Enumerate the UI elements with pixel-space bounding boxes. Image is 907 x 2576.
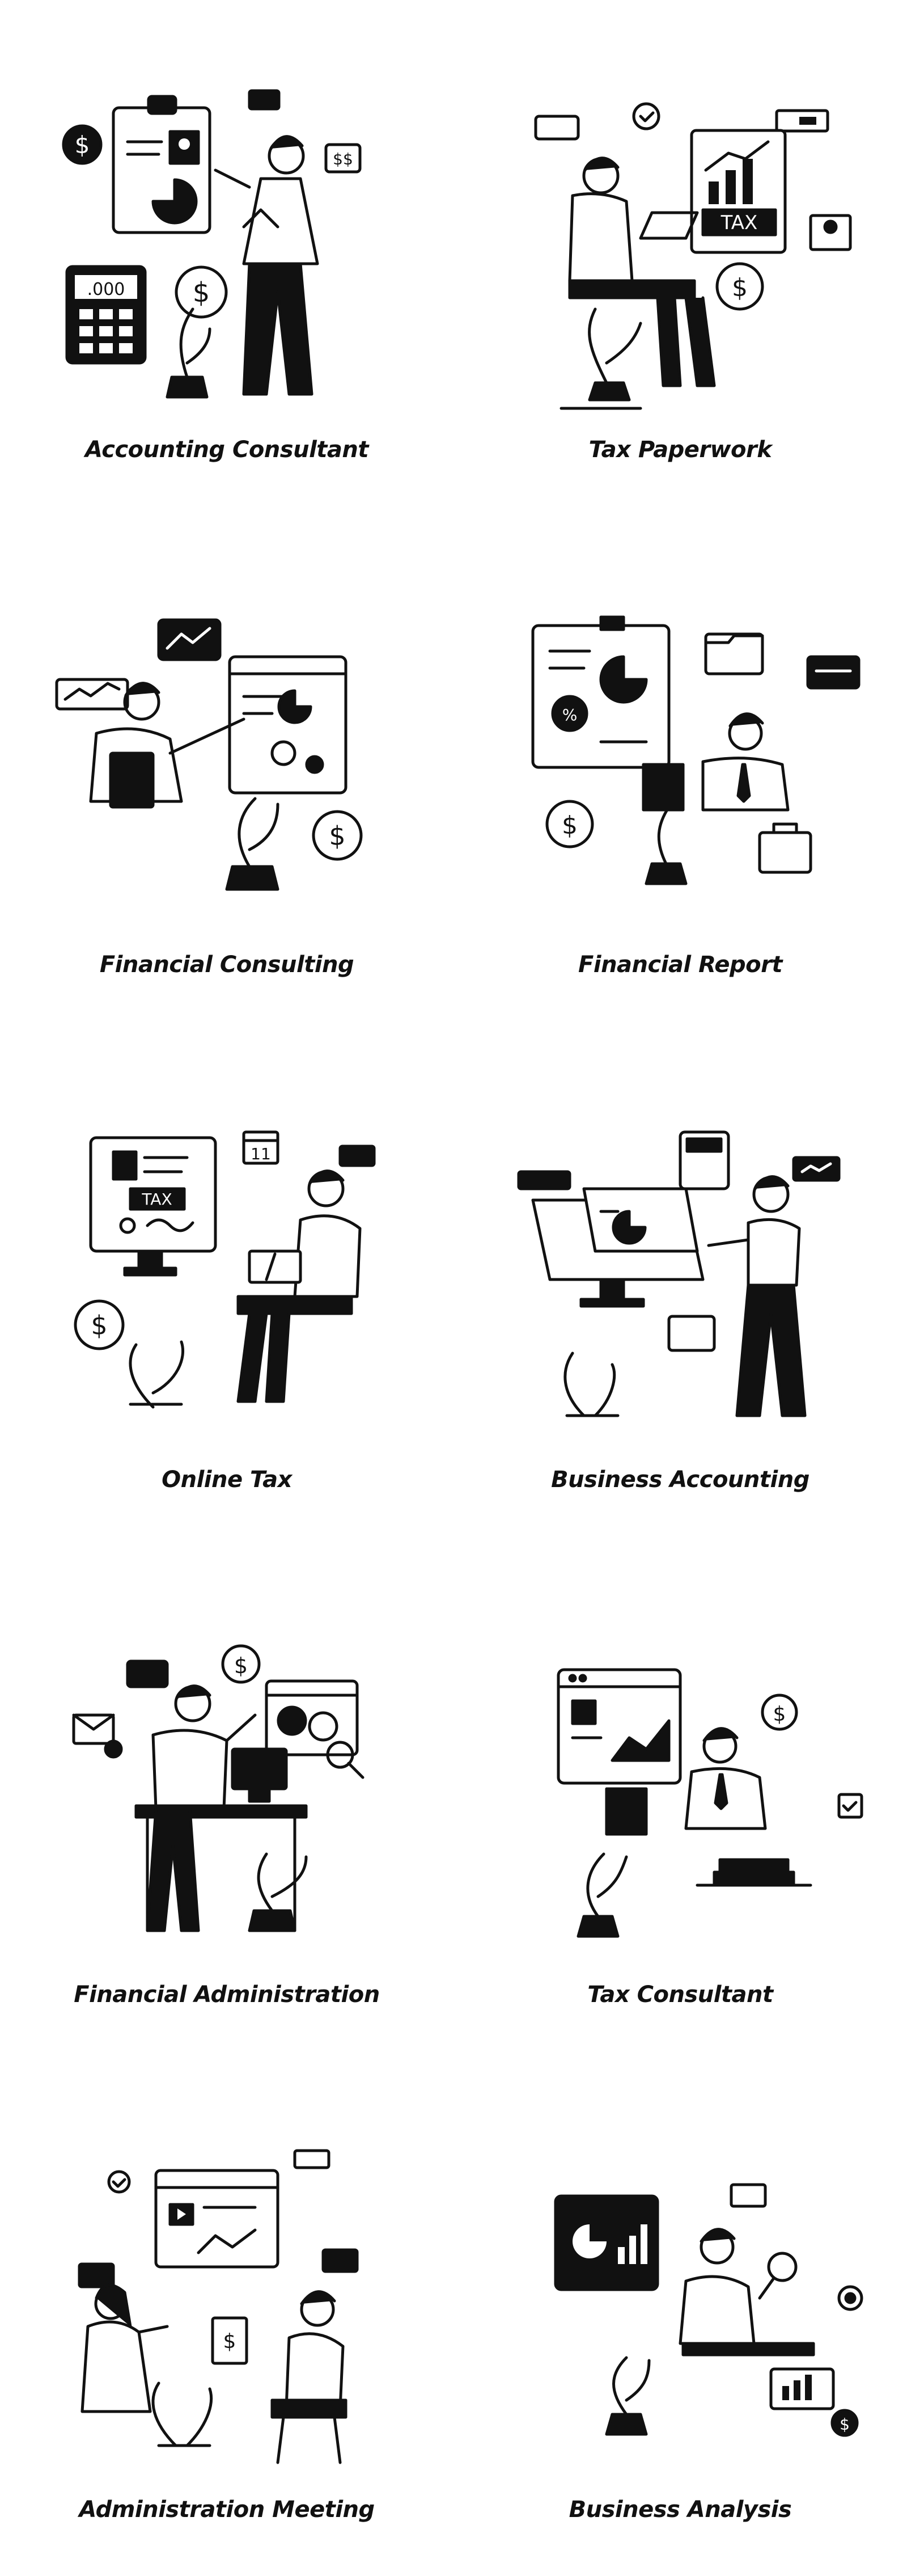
accounting-consultant-illustration: $ $$ .000 $ [62, 89, 362, 399]
svg-text:$: $ [773, 1703, 786, 1726]
svg-text:$: $ [91, 1310, 107, 1341]
svg-text:$: $ [732, 273, 748, 302]
administration-meeting-illustration: $ [78, 2149, 359, 2464]
svg-text:$: $ [234, 1653, 248, 1678]
tax-paperwork-illustration: TAX $ [534, 102, 852, 410]
illustration-title: Business Accounting [551, 1467, 809, 1493]
illustration-card: TAX 11 $ Online Tax [0, 1030, 454, 1545]
illustration-title: Financial Report [578, 952, 782, 978]
financial-consulting-illustration: $ [55, 618, 363, 891]
illustration-title: Business Analysis [569, 2497, 792, 2523]
illustration-title: Online Tax [162, 1467, 292, 1493]
illustration-card: $ Business Analysis [454, 2060, 907, 2575]
business-accounting-illustration [517, 1130, 841, 1417]
illustration-card: $ Tax Consultant [454, 1545, 907, 2060]
illustration-title: Tax Paperwork [588, 437, 772, 463]
financial-report-illustration: % $ [531, 615, 861, 885]
illustration-card: % $ Financial Report [454, 515, 907, 1030]
svg-text:$: $ [329, 821, 345, 851]
svg-text:%: % [562, 706, 578, 724]
svg-text:$: $ [193, 277, 210, 309]
svg-text:TAX: TAX [720, 212, 758, 234]
illustration-title: Financial Administration [74, 1982, 380, 2008]
svg-text:11: 11 [251, 1145, 271, 1163]
svg-text:$: $ [223, 2330, 236, 2353]
illustration-card: Business Accounting [454, 1030, 907, 1545]
illustration-card: $ Financial Administration [0, 1545, 454, 2060]
svg-text:.000: .000 [87, 280, 125, 299]
svg-text:TAX: TAX [141, 1190, 172, 1209]
svg-text:$$: $$ [333, 150, 353, 168]
svg-text:$: $ [840, 2415, 850, 2434]
financial-administration-illustration: $ [72, 1644, 365, 1932]
illustration-card: TAX $ Tax Paperwork [454, 0, 907, 515]
illustration-card: $ Financial Consulting [0, 515, 454, 1030]
online-tax-illustration: TAX 11 $ [74, 1130, 376, 1409]
tax-consultant-illustration: $ [557, 1668, 863, 1938]
business-analysis-illustration: $ [554, 2183, 863, 2437]
svg-text:$: $ [75, 131, 90, 159]
illustration-title: Administration Meeting [79, 2497, 375, 2523]
illustration-title: Accounting Consultant [85, 437, 368, 463]
illustration-card: $ $$ .000 $ Accounting Consultant [0, 0, 454, 515]
illustration-title: Financial Consulting [99, 952, 354, 978]
illustration-card: $ Administration Meeting [0, 2060, 454, 2575]
illustration-title: Tax Consultant [587, 1982, 773, 2008]
svg-text:$: $ [562, 811, 578, 840]
